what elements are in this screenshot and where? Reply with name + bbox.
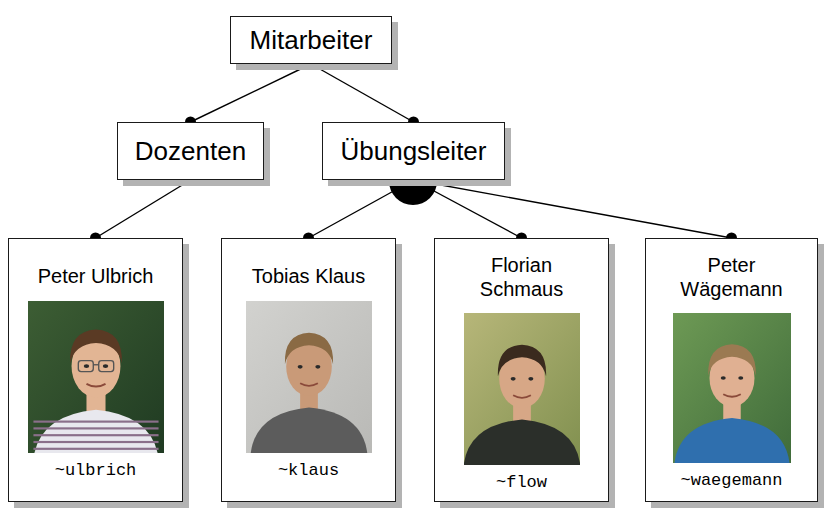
feature-box: Mitarbeiter — [230, 16, 392, 64]
feature-label: Mitarbeiter — [250, 25, 373, 55]
portrait-photo — [673, 313, 791, 463]
feature-box: Dozenten — [117, 122, 264, 180]
person-name: Peter Wägemann — [672, 253, 792, 301]
tree-connector — [311, 64, 414, 122]
feature-box: Übungsleiter — [322, 122, 505, 180]
person-name: Peter Ulbrich — [38, 264, 154, 288]
user-handle: ~ulbrich — [55, 461, 137, 481]
tree-connector — [414, 180, 732, 238]
tree-connector — [96, 180, 191, 238]
user-handle: ~flow — [496, 473, 547, 493]
person-card: Peter Wägemann ~waegemann — [645, 238, 818, 502]
person-name: Florian Schmaus — [462, 253, 582, 301]
feature-label: Dozenten — [135, 136, 246, 166]
tree-connector — [191, 64, 312, 122]
user-handle: ~waegemann — [680, 471, 782, 491]
user-handle: ~klaus — [278, 461, 339, 481]
portrait-photo — [464, 313, 580, 465]
feature-label: Übungsleiter — [341, 136, 487, 166]
person-card: Florian Schmaus ~flow — [434, 238, 609, 502]
person-card: Peter Ulbrich ~ulbrich — [8, 238, 183, 502]
person-name: Tobias Klaus — [252, 264, 365, 288]
or-group-arc — [389, 181, 437, 205]
portrait-photo — [28, 301, 164, 453]
person-card: Tobias Klaus ~klaus — [221, 238, 396, 502]
portrait-photo — [246, 301, 372, 453]
